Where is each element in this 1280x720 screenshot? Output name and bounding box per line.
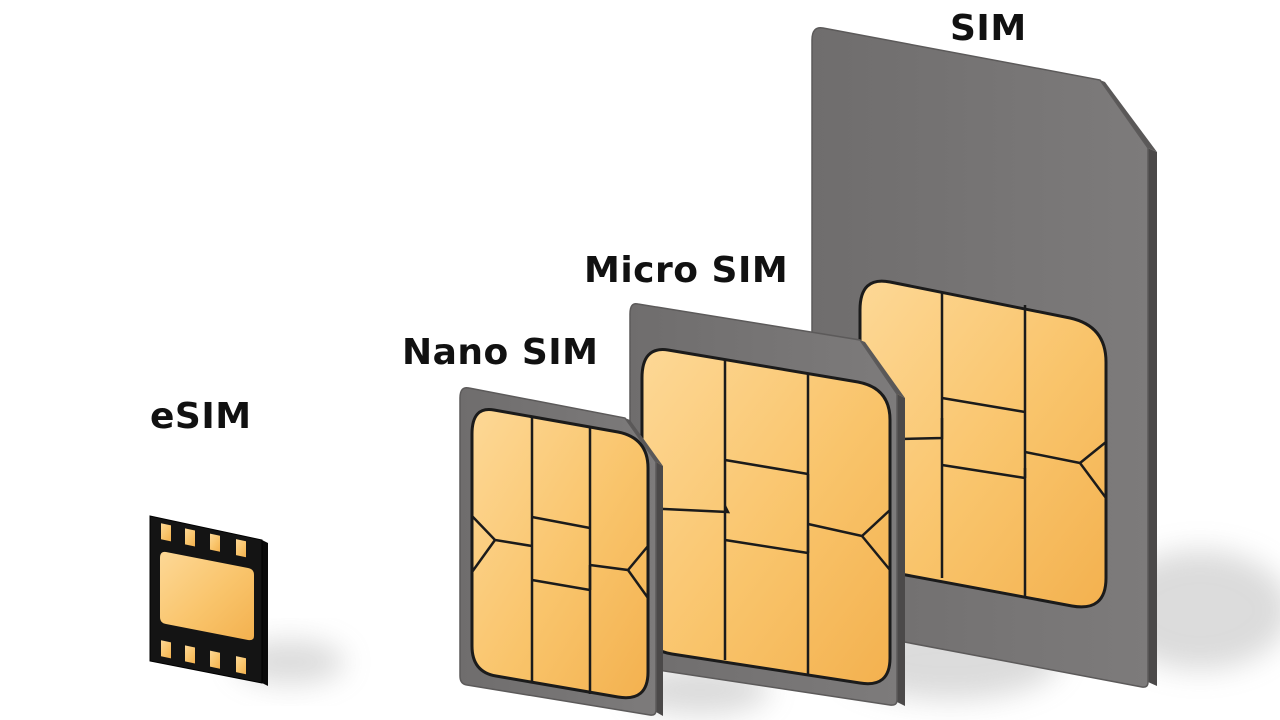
- micro-sim-card: [629, 302, 905, 706]
- nano-sim-card: [459, 386, 663, 716]
- sim-label: SIM: [950, 8, 1027, 49]
- micro-sim-chip: [640, 348, 892, 686]
- esim-label: eSIM: [150, 396, 252, 437]
- nano-sim-label: Nano SIM: [402, 332, 599, 373]
- esim-die: [160, 551, 254, 641]
- standard-sim-card: [811, 27, 1157, 688]
- nano-sim-chip: [470, 408, 650, 700]
- esim-bottom-pads: [161, 640, 246, 675]
- esim-top-pads: [161, 523, 246, 558]
- standard-sim-chip: [858, 279, 1108, 609]
- micro-sim-label: Micro SIM: [584, 250, 789, 291]
- esim-chip: [149, 515, 268, 686]
